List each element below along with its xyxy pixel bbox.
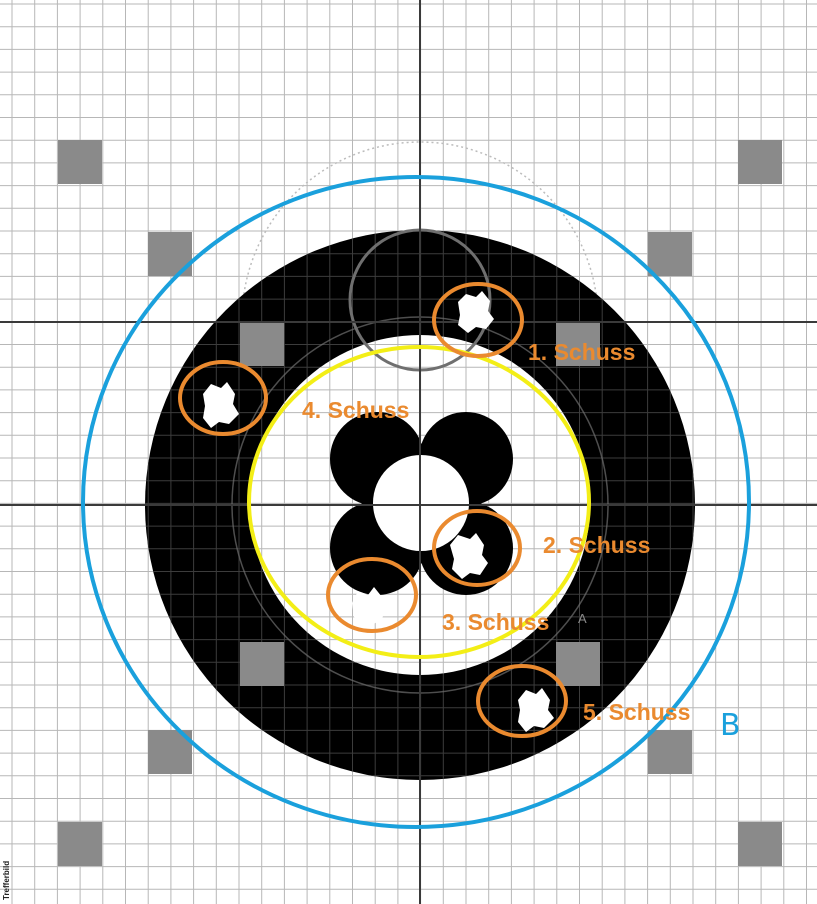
shot-4-label: 4. Schuss [302,397,409,423]
edge-text: Trefferbild [2,861,11,900]
ring-b-label: B [720,708,741,743]
ring-b-mark: B [696,692,705,707]
shot-1-label: 1. Schuss [528,339,635,365]
ring-a-mark: A [578,611,587,626]
shot-5-label: 5. Schuss [583,699,690,725]
shot-2-label: 2. Schuss [543,532,650,558]
shot-3-label: 3. Schuss [442,609,549,635]
